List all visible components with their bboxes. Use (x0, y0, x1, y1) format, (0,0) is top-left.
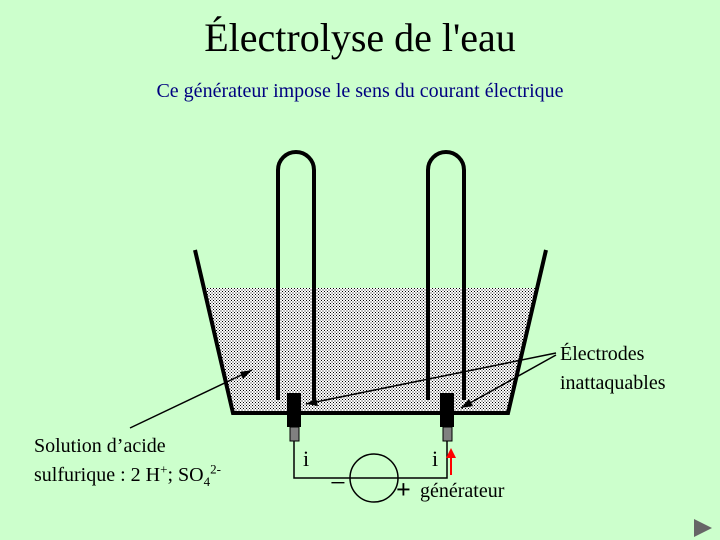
solution-label-line1: Solution d’acide (34, 435, 166, 457)
page-subtitle: Ce générateur impose le sens du courant … (156, 80, 564, 102)
connector-right (442, 426, 453, 442)
next-slide-icon[interactable] (694, 519, 712, 537)
current-label-left: i (303, 446, 310, 471)
tube-liquid-left (280, 288, 312, 400)
pointer-line-electrode-right (460, 354, 557, 409)
electrode-left (287, 393, 301, 427)
sulfate-subscript: 4 (203, 474, 211, 489)
electrodes-label-line2: inattaquables (560, 372, 666, 394)
hydrogen-charge: + (160, 461, 168, 477)
pointer-line-solution (129, 369, 253, 429)
electrodes-label-line1: Électrodes (560, 343, 645, 365)
current-label-right: i (432, 446, 439, 471)
generator-label: générateur (420, 480, 505, 502)
pointer-head-electrode-left (306, 398, 318, 406)
pointer-head-solution (240, 370, 252, 379)
beaker (193, 249, 548, 415)
solution-label: Solution d’acide sulfurique : 2 H+; SO42… (34, 432, 221, 490)
pointer-head-electrode-right (461, 399, 473, 408)
ion-text-prefix: sulfurique : 2 H (34, 464, 161, 486)
sulfate-charge: 2- (210, 461, 221, 477)
current-arrow-head (446, 448, 456, 458)
pointer-line-electrode-left (305, 352, 557, 405)
electrode-right (440, 393, 454, 427)
negative-terminal-sign: − (330, 468, 346, 499)
wire-left (293, 441, 350, 479)
positive-terminal-sign: + (396, 475, 411, 504)
ion-text-mid: ; SO (167, 464, 204, 486)
tube-liquid-right (430, 288, 462, 400)
wire-right (398, 441, 448, 479)
connector-left (289, 426, 300, 442)
electrodes-label: Électrodes inattaquables (560, 340, 666, 398)
page-title: Électrolyse de l'eau (204, 15, 516, 60)
solution-label-line2: sulfurique : 2 H+; SO42- (34, 461, 221, 490)
